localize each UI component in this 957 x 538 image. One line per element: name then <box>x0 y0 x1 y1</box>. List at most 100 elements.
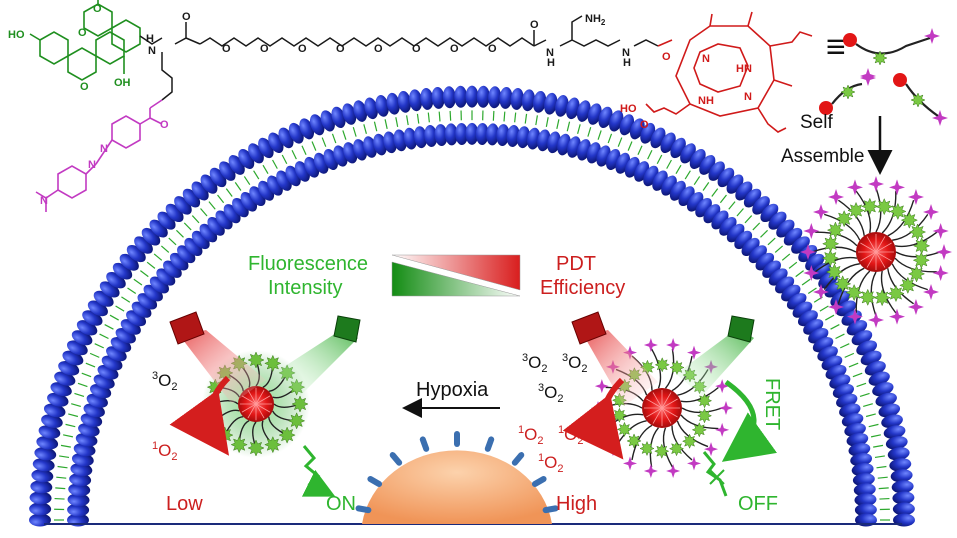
lipid-tail <box>331 133 337 144</box>
fluorophore <box>826 221 845 239</box>
lipid-tail <box>311 141 317 151</box>
lipid-tail <box>243 176 251 185</box>
lipid-tail <box>281 154 288 165</box>
fluorophore <box>913 237 931 255</box>
carbonyl-o-label: O <box>93 3 102 15</box>
self-label: Self <box>800 112 833 133</box>
micelle-arm <box>811 246 857 253</box>
lipid-tail <box>844 352 855 358</box>
quencher <box>936 244 952 260</box>
lipid-head <box>488 86 502 109</box>
lipid-tail <box>835 333 845 340</box>
lipid-tail <box>59 455 70 459</box>
lipid-head <box>510 87 524 110</box>
lipid-tail <box>301 145 307 155</box>
lipid-tail <box>71 403 81 408</box>
lipid-tail <box>870 434 881 438</box>
lipid-tail <box>65 423 76 428</box>
core-texture <box>661 392 672 409</box>
lipid-head <box>555 95 569 117</box>
lipid-head <box>566 97 580 120</box>
lipid-head <box>455 123 469 146</box>
quencher-o-label: O <box>160 119 169 131</box>
amide-o-right-label: O <box>530 19 539 31</box>
nh-left-n: N <box>148 45 156 57</box>
lipid-tail <box>675 164 682 175</box>
lipid-tail <box>262 164 269 175</box>
quencher <box>846 179 863 196</box>
quencher <box>715 422 730 437</box>
core-texture <box>241 403 257 413</box>
lipid-tail <box>253 170 260 180</box>
porphyrin-n1-label: N <box>702 53 710 65</box>
lipid-tail <box>514 112 517 123</box>
quencher <box>643 337 658 352</box>
fluorophore <box>696 408 713 424</box>
core-texture <box>860 251 877 262</box>
core-texture <box>866 236 877 253</box>
gradient-indicator <box>391 254 521 297</box>
lipid-tail <box>524 113 528 124</box>
lipid-tail <box>115 305 125 312</box>
azo-n1-label: N <box>100 143 108 155</box>
lipid-tail <box>342 130 347 140</box>
lipid-head <box>878 403 901 418</box>
peg-oxygen: O <box>222 43 231 55</box>
quencher <box>923 204 940 221</box>
lipid-tail <box>438 111 441 122</box>
lipid-tail <box>109 314 119 321</box>
nucleus-pore <box>355 505 372 514</box>
fluorophore <box>873 289 891 307</box>
micelle-arm <box>824 213 861 241</box>
nh-left-h: H <box>146 33 154 45</box>
quencher <box>868 176 884 192</box>
lipid-head <box>41 414 63 428</box>
quencher <box>594 379 609 394</box>
core-texture <box>652 392 663 409</box>
core-texture <box>255 395 271 405</box>
lipid-head <box>34 447 57 461</box>
peg-oxygen: O <box>374 43 383 55</box>
lipid-head <box>442 86 456 109</box>
lipid-tail <box>133 278 143 286</box>
fluorophore <box>845 283 863 302</box>
core-texture <box>866 251 877 268</box>
core-texture <box>875 251 892 262</box>
nucleus-pore <box>484 436 495 452</box>
lipid-head <box>892 491 915 505</box>
micelle-arm <box>680 386 719 403</box>
fluorescence-gradient-triangle <box>391 261 521 297</box>
lipid-tail <box>795 270 804 278</box>
core-texture <box>652 407 663 424</box>
lipid-tail <box>607 133 613 144</box>
lipid-head <box>475 123 489 146</box>
right-triplet-oxygen-3: 3O2 <box>538 382 563 405</box>
lipid-tail <box>503 111 506 122</box>
fluorophore <box>887 284 905 303</box>
lipid-tail <box>140 270 149 278</box>
lipid-head <box>872 382 894 397</box>
lipid-head <box>29 502 52 516</box>
red-light-beam-left <box>180 330 266 404</box>
core-texture <box>875 236 886 253</box>
lipid-head <box>883 425 906 439</box>
left-energy-transfer-arrow <box>169 375 231 456</box>
nucleus-pore <box>454 431 460 447</box>
micelle-assembled <box>800 176 952 328</box>
lipid-head <box>526 127 541 150</box>
micelle-arm <box>880 270 897 314</box>
red-light-beam-right <box>584 330 658 406</box>
lipid-head <box>506 125 520 147</box>
quencher <box>812 204 829 221</box>
lipid-head <box>521 89 535 112</box>
lipid-tail <box>852 372 863 378</box>
lipid-tail <box>225 188 233 197</box>
lipid-head <box>537 129 551 152</box>
schematic-quencher <box>932 110 948 126</box>
lipid-head <box>71 452 94 467</box>
core-texture <box>247 403 257 419</box>
lipid-tail <box>647 150 653 160</box>
schematic-porphyrin <box>819 101 833 115</box>
lipid-tail <box>684 170 691 180</box>
micelle-arm <box>895 251 941 258</box>
